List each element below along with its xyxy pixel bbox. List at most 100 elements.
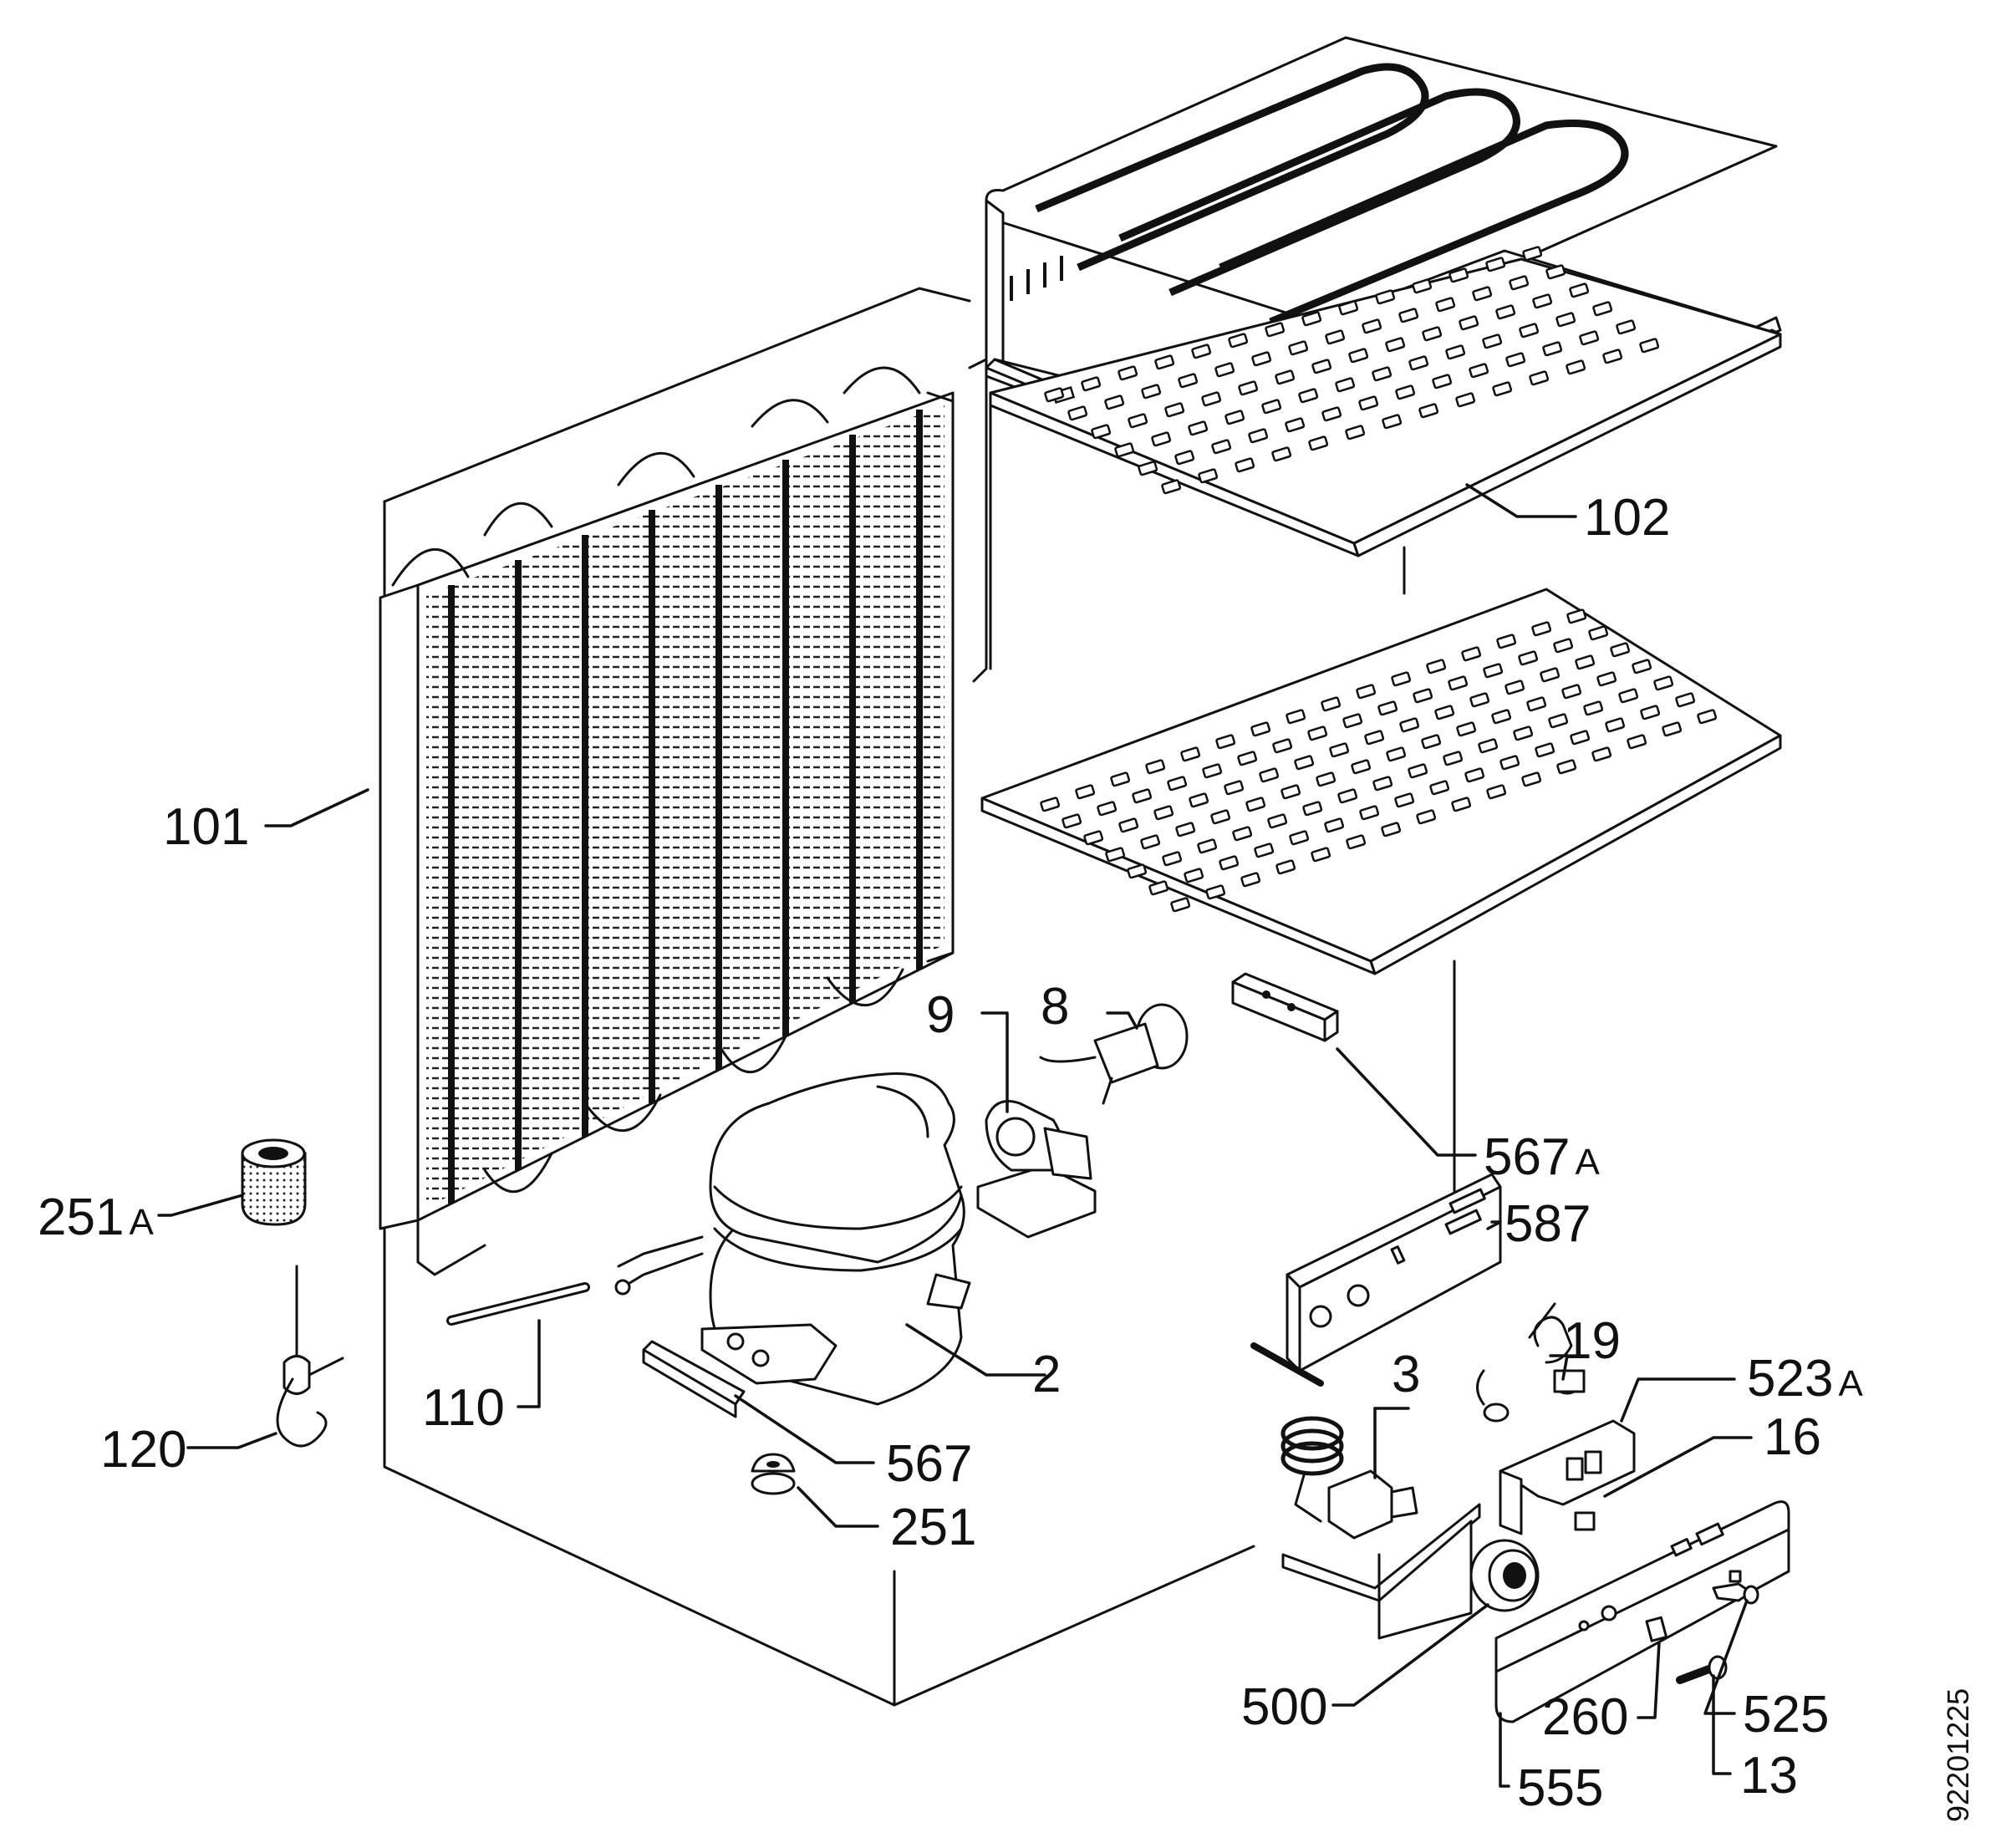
vent-slot: [1616, 319, 1637, 335]
vent-slot: [1381, 822, 1402, 837]
label-525: 525: [1743, 1686, 1829, 1744]
vent-slot: [1362, 318, 1382, 334]
vent-slot: [1275, 859, 1296, 875]
vent-slot: [1596, 671, 1617, 687]
vent-slot: [1265, 322, 1286, 338]
vent-slot: [1338, 300, 1359, 316]
vent-slot: [1640, 705, 1661, 720]
vent-slot: [1178, 373, 1199, 389]
switch-bracket-part: [1499, 1419, 1636, 1535]
vent-slot: [1170, 897, 1191, 913]
vent-slot: [1307, 725, 1328, 741]
vent-slot: [1254, 843, 1275, 858]
vent-slot: [1215, 734, 1236, 750]
vent-slot: [1302, 801, 1323, 817]
vent-slot: [1398, 308, 1419, 323]
vent-slot: [1492, 381, 1513, 397]
vent-slot: [1240, 872, 1261, 888]
vent-slot: [1422, 326, 1443, 342]
vent-slot: [1372, 776, 1393, 792]
vent-slot: [1359, 805, 1380, 821]
vent-slot: [1632, 659, 1652, 675]
vent-slot: [1114, 442, 1135, 458]
vent-slot: [1421, 734, 1442, 750]
vent-slot: [1245, 797, 1266, 812]
vent-slot: [1180, 746, 1201, 762]
vent-slot: [1235, 457, 1255, 473]
shelf-upper: [989, 257, 1782, 557]
vent-slot: [1083, 830, 1104, 846]
vent-slot: [1579, 330, 1600, 346]
vent-slot: [1224, 780, 1245, 796]
vent-slot: [1091, 424, 1112, 440]
tube-part: [446, 1282, 590, 1326]
vent-slot: [1294, 755, 1315, 771]
vent-slot: [1561, 684, 1582, 700]
vent-slot: [1311, 359, 1332, 374]
vent-slot: [1342, 713, 1363, 729]
vent-slot: [1201, 391, 1222, 407]
vent-slot: [1324, 817, 1345, 833]
vent-slot: [1138, 461, 1158, 476]
vent-slot: [1499, 755, 1520, 771]
vent-slot: [1519, 323, 1540, 339]
vent-slot: [1491, 709, 1512, 725]
vent-slot: [1386, 746, 1407, 762]
vent-slot: [1592, 301, 1613, 317]
vent-slot: [1518, 650, 1539, 666]
light-switch-part: [1476, 1302, 1586, 1423]
vent-slot: [1210, 809, 1231, 825]
label-587: 587: [1504, 1195, 1591, 1253]
vent-slot: [1280, 784, 1301, 800]
shelf-lower: [980, 546, 1782, 1038]
vent-slot: [1075, 784, 1096, 800]
vent-slot: [1618, 688, 1639, 704]
vent-slot: [1145, 759, 1166, 775]
vent-slot: [1639, 338, 1660, 354]
vent-slot: [1591, 746, 1612, 762]
vent-slot: [1259, 767, 1280, 783]
vent-slot: [1301, 311, 1322, 327]
vent-slot: [1443, 751, 1464, 766]
overload-protector-part: [1039, 1003, 1189, 1105]
vent-slot: [1455, 392, 1476, 408]
vent-slot: [1448, 267, 1469, 283]
vent-slot: [1044, 387, 1065, 403]
vent-slot: [1286, 709, 1306, 725]
vent-slot: [1540, 667, 1561, 683]
vent-slot: [1426, 659, 1447, 675]
vent-slot: [1267, 813, 1288, 829]
vent-slot: [1602, 349, 1623, 364]
vent-slot: [1412, 278, 1433, 294]
vent-slot: [1486, 784, 1507, 800]
vent-slot: [1189, 792, 1209, 808]
vent-slot: [1062, 813, 1082, 829]
vent-slot: [1495, 304, 1516, 320]
vent-slot: [1556, 759, 1577, 775]
vent-slot: [1118, 817, 1139, 833]
vent-slot: [1504, 680, 1525, 695]
vent-slot: [1545, 264, 1566, 280]
vent-slot: [1335, 377, 1356, 393]
vent-slot: [1697, 709, 1718, 725]
vent-slot: [1232, 826, 1253, 842]
vent-slot: [1040, 797, 1061, 812]
vent-slot: [1483, 663, 1504, 679]
screw-260: [1645, 1616, 1668, 1642]
vent-slot: [1358, 395, 1379, 411]
label-2: 2: [1032, 1346, 1061, 1403]
label-8: 8: [1041, 978, 1069, 1036]
vent-slot: [1583, 700, 1604, 716]
vent-slot: [1472, 286, 1493, 302]
label-19: 19: [1563, 1312, 1621, 1370]
control-panel-housing-part: [1494, 1500, 1790, 1723]
vent-slot: [1531, 621, 1552, 637]
vent-slot: [1224, 410, 1245, 425]
vent-slot: [1532, 293, 1553, 309]
foam-block-part: [241, 1138, 307, 1226]
vent-slot: [1140, 834, 1161, 850]
label-102: 102: [1584, 489, 1670, 547]
thermostat-part: [1250, 1342, 1481, 1640]
